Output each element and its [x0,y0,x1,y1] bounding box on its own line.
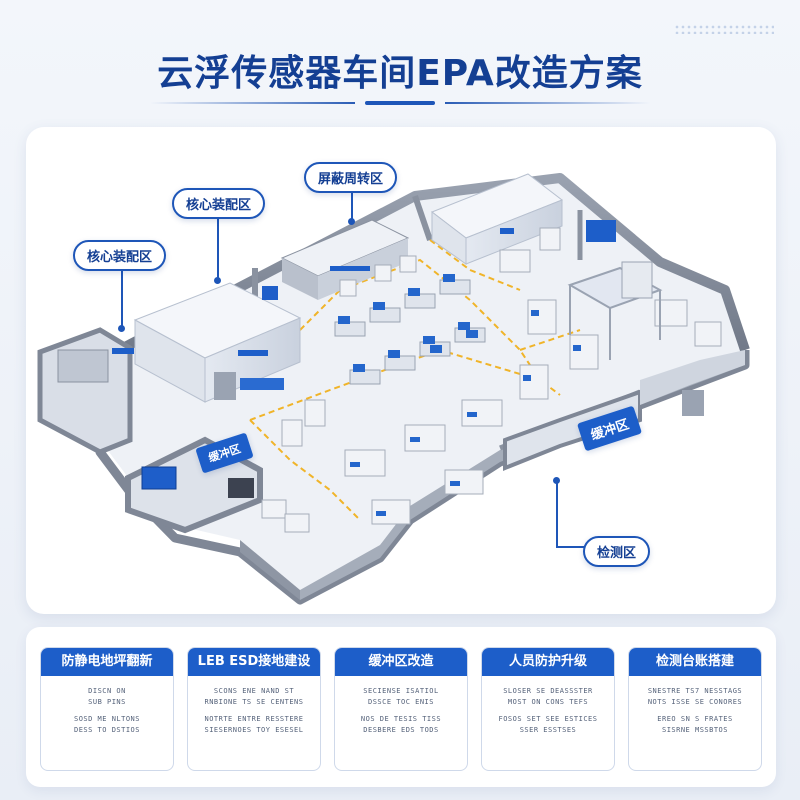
title-rule-right [445,102,650,104]
machine-accents [350,310,581,516]
right-corridor [640,350,745,405]
feature-card-line: DISCN ON [88,687,126,695]
feature-card-line: NOTRTE ENTRE RESSTERE [204,715,304,723]
feature-card-ledger: 检测台账搭建 SNESTRE TS7 NESSTAGS NOTS ISSE SE… [628,647,762,771]
blue-panel [586,220,616,242]
leader-dot-pingbi [348,218,355,225]
feature-card-line: DSSCE TOC ENIS [367,698,434,706]
workstation-rows [334,274,486,385]
feature-card-title: 防静电地坪翻新 [41,648,173,676]
storage-cart [262,286,278,300]
feature-card-line: DESS TO DSTIOS [73,726,140,734]
feature-card-line: DESBERE EDS TODS [363,726,439,734]
leader-dot-hexin-lower [118,325,125,332]
blue-bins [240,378,284,390]
feature-card-line: SIESERNOES TOY ESESEL [204,726,304,734]
feature-card-line: SUB PINS [88,698,126,706]
feature-card-body: SCONS ENE NAND ST RNBIONE TS SE CENTENS … [188,676,320,736]
feature-card-line: RNBIONE TS SE CENTENS [204,698,304,706]
feature-card-line: SLOSER SE DEASSSTER [503,687,593,695]
feature-cards-panel: 防静电地坪翻新 DISCN ON SUB PINS SOSD ME NLTONS… [26,627,776,787]
floor-plan-illustration [37,173,750,605]
lab-sign [500,228,514,234]
feature-card-title: 检测台账搭建 [629,648,761,676]
leader-dot-jiance [553,477,560,484]
feature-card-protection: 人员防护升级 SLOSER SE DEASSSTER MOST ON CONS … [481,647,615,771]
page-title: 云浮传感器车间EPA改造方案 [157,53,643,94]
cleanroom-sign [112,348,134,354]
mesh-rack [57,349,109,383]
feature-card-body: SNESTRE TS7 NESSTAGS NOTS ISSE SE CONORE… [629,676,761,736]
leader-line-hexin-lower [121,267,123,327]
feature-card-line: NOS DE TESIS TISS [360,715,442,723]
feature-card-title: 缓冲区改造 [335,648,467,676]
feature-card-grounding: LEB ESD接地建设 SCONS ENE NAND ST RNBIONE TS… [187,647,321,771]
blue-bins [141,466,177,490]
zone-label-hexin-lower: 核心装配区 [73,240,167,271]
feature-card-body: SLOSER SE DEASSSTER MOST ON CONS TEFS FO… [482,676,614,736]
leader-line-hexin-upper [217,213,219,279]
right-room [503,389,642,471]
leader-dot-hexin-upper [214,277,221,284]
decorative-dots [674,24,774,34]
feature-card-line: EREO SN S FRATES [657,715,733,723]
feature-card-title: LEB ESD接地建设 [188,648,320,676]
interior-wall [412,195,433,241]
front-wall-face [240,540,300,600]
feature-card-body: SECIENSE ISATIOL DSSCE TOC ENIS NOS DE T… [335,676,467,736]
feature-card-floor: 防静电地坪翻新 DISCN ON SUB PINS SOSD ME NLTONS… [40,647,174,771]
zone-label-pingbi: 屏蔽周转区 [304,162,398,193]
title-rule-accent [365,101,435,105]
feature-card-line: SCONS ENE NAND ST [213,687,295,695]
feature-card-title: 人员防护升级 [482,648,614,676]
feature-card-line: SSER ESSTSES [519,726,577,734]
equipment-pallet [228,478,254,498]
zone-label-jiance: 检测区 [583,536,651,567]
feature-card-line: SNESTRE TS7 NESSTAGS [647,687,743,695]
feature-card-line: SISRNE MSSBTOS [661,726,728,734]
feature-card-line: MOST ON CONS TEFS [507,698,589,706]
cleanroom-door [214,372,236,400]
floor-plan-panel [26,127,776,614]
feature-card-body: DISCN ON SUB PINS SOSD ME NLTONS DESS TO… [41,676,173,736]
feature-card-line: SOSD ME NLTONS [73,715,140,723]
hvac-unit [621,261,653,299]
leader-line-pingbi [351,187,353,220]
feature-card-line: FOSOS SET SEE ESTICES [498,715,598,723]
cleanroom-sign [238,350,268,356]
zone-label-hexin-upper: 核心装配区 [172,188,266,219]
leader-line-jiance-h [556,546,584,548]
shield-room-sign [330,266,370,271]
right-door [682,390,704,416]
feature-card-line: NOTS ISSE SE CONORES [647,698,743,706]
shield-room-front [282,258,318,300]
leader-line-jiance [556,481,558,547]
feature-card-buffer: 缓冲区改造 SECIENSE ISATIOL DSSCE TOC ENIS NO… [334,647,468,771]
feature-card-line: SECIENSE ISATIOL [363,687,439,695]
title-rule-left [150,102,355,104]
